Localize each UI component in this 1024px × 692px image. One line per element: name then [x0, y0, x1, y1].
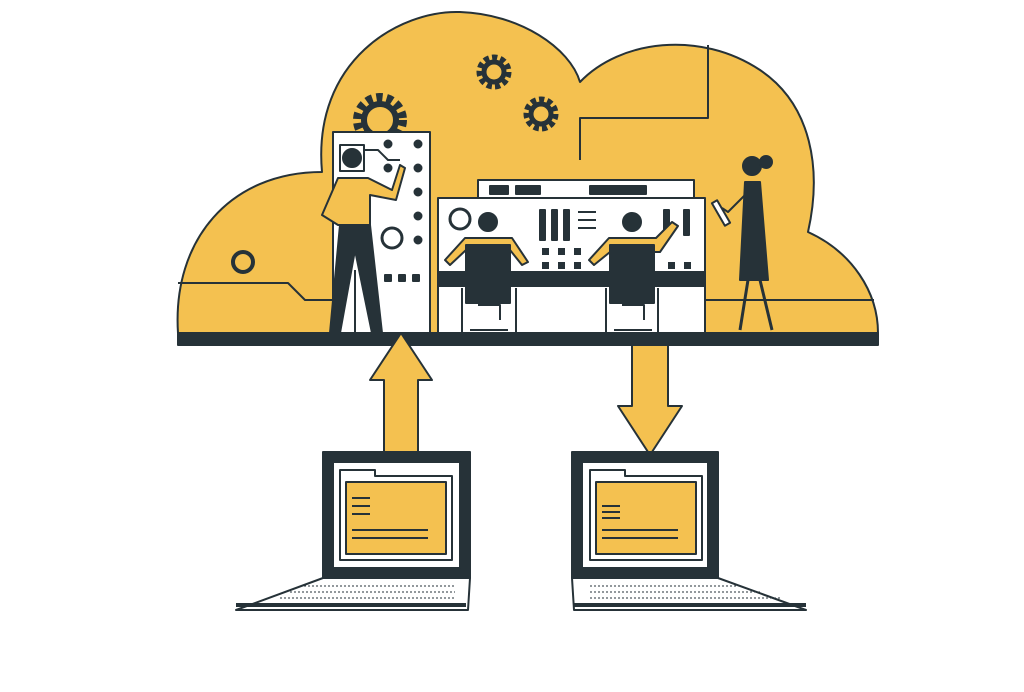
- circuit-line-left: [178, 282, 333, 301]
- gear-icon: [476, 54, 512, 90]
- laptop-icon: [571, 451, 807, 611]
- arrow-up-icon: [369, 332, 433, 456]
- circuit-line-right: [579, 45, 709, 160]
- person-with-tablet: [710, 155, 774, 331]
- laptop-icon: [235, 451, 471, 611]
- folder-icon: [339, 469, 453, 561]
- cloud-base-bar: [177, 332, 879, 346]
- operator-left: [444, 212, 529, 333]
- arrow-down-icon: [617, 344, 683, 456]
- person-engineer: [321, 148, 406, 334]
- circuit-node: [231, 250, 255, 274]
- operator-right: [588, 212, 679, 333]
- folder-icon: [589, 469, 703, 561]
- gear-icon: [523, 96, 559, 132]
